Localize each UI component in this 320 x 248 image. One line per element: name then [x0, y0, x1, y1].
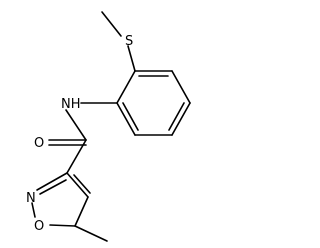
bond-c4-c5 — [74, 196, 89, 227]
bonds — [31, 11, 191, 242]
bond-c3-c4-inner — [73, 174, 91, 194]
atom-carbonyl-oxygen: O — [34, 136, 44, 151]
bond-s-aryl — [127, 45, 136, 72]
bond-c5-o1 — [49, 224, 76, 227]
bond-n2-c3 — [36, 172, 68, 191]
bond-methyl-s — [101, 11, 122, 37]
bond-n2-c3-double — [39, 179, 67, 195]
bond-benzene-5 — [116, 102, 136, 136]
bond-benzene-3 — [171, 102, 191, 136]
bond-carbonyl-c3 — [66, 139, 87, 174]
bond-nh-carbonyl — [65, 109, 87, 141]
bond-o1-n2 — [31, 202, 36, 218]
atom-ring-nitrogen: N — [26, 191, 36, 206]
atom-sulfur: S — [125, 34, 133, 49]
atom-labels: S NH O N O — [26, 34, 133, 234]
bond-c3-c4 — [66, 172, 89, 198]
bond-benzene-6 — [116, 70, 136, 104]
bond-benzene-2 — [171, 70, 191, 104]
atom-ring-oxygen: O — [34, 219, 44, 234]
atom-amide-nitrogen: NH — [61, 97, 81, 112]
bond-benzene-3-inner — [168, 102, 185, 131]
bond-benzene-5-inner — [122, 102, 139, 131]
structure-diagram: S NH O N O — [26, 11, 191, 242]
bond-c5-methyl — [74, 225, 108, 242]
